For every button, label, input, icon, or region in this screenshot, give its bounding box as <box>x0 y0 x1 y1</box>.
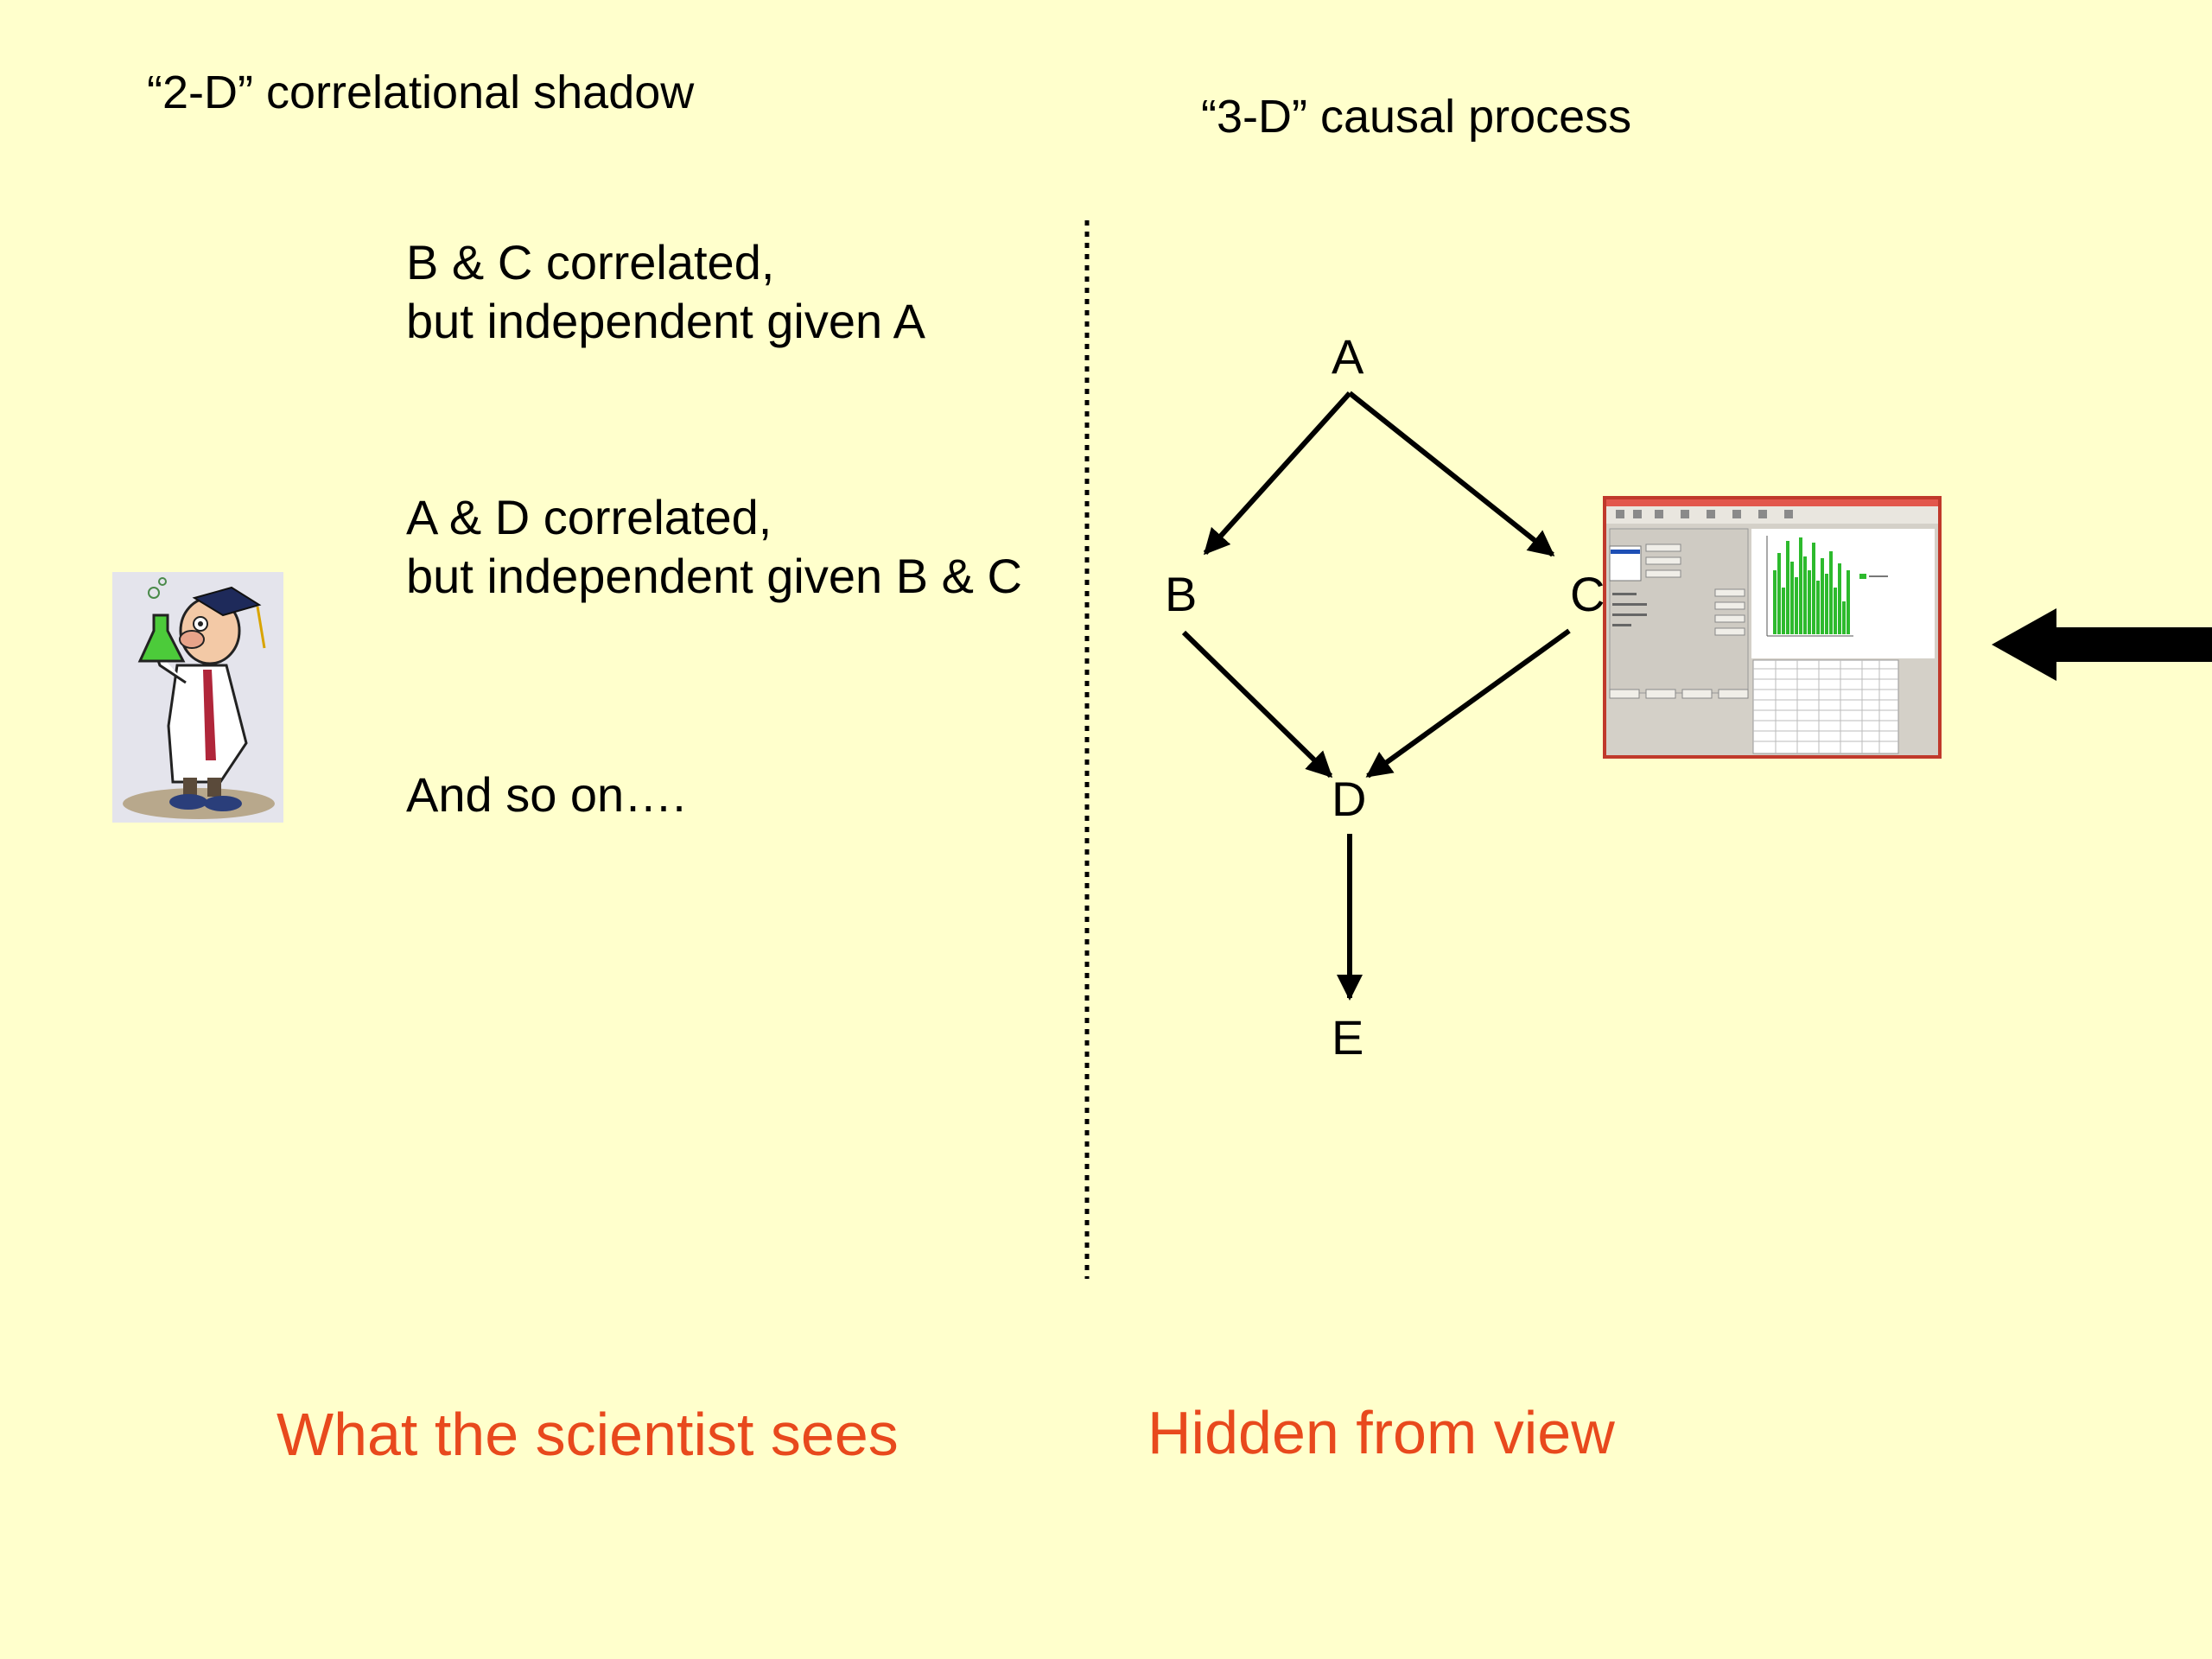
statement-ad-line1: A & D correlated, <box>406 490 772 544</box>
edge-c-d <box>1365 628 1571 779</box>
right-heading: “3-D” causal process <box>1201 91 1632 143</box>
edge-a-c <box>1348 391 1555 557</box>
node-d: D <box>1332 772 1367 826</box>
left-caption: What the scientist sees <box>276 1401 899 1468</box>
and-so-on: And so on…. <box>406 767 686 822</box>
left-arrow-icon <box>1992 608 2212 681</box>
statement-bc: B & C correlated, but independent given … <box>406 233 925 351</box>
statement-ad: A & D correlated, but independent given … <box>406 488 1022 606</box>
statement-bc-line2: but independent given A <box>406 294 925 348</box>
software-window-thumbnail <box>1603 496 1942 759</box>
right-caption: Hidden from view <box>1147 1399 1615 1466</box>
node-e: E <box>1332 1010 1364 1065</box>
node-c: C <box>1570 567 1605 621</box>
scientist-clipart <box>112 572 283 823</box>
statement-bc-line1: B & C correlated, <box>406 235 775 289</box>
left-heading: “2-D” correlational shadow <box>147 67 695 118</box>
edge-a-b <box>1203 391 1352 556</box>
node-a: A <box>1332 329 1364 384</box>
node-b: B <box>1165 567 1198 621</box>
edge-b-d <box>1181 630 1333 779</box>
statement-ad-line2: but independent given B & C <box>406 549 1022 603</box>
